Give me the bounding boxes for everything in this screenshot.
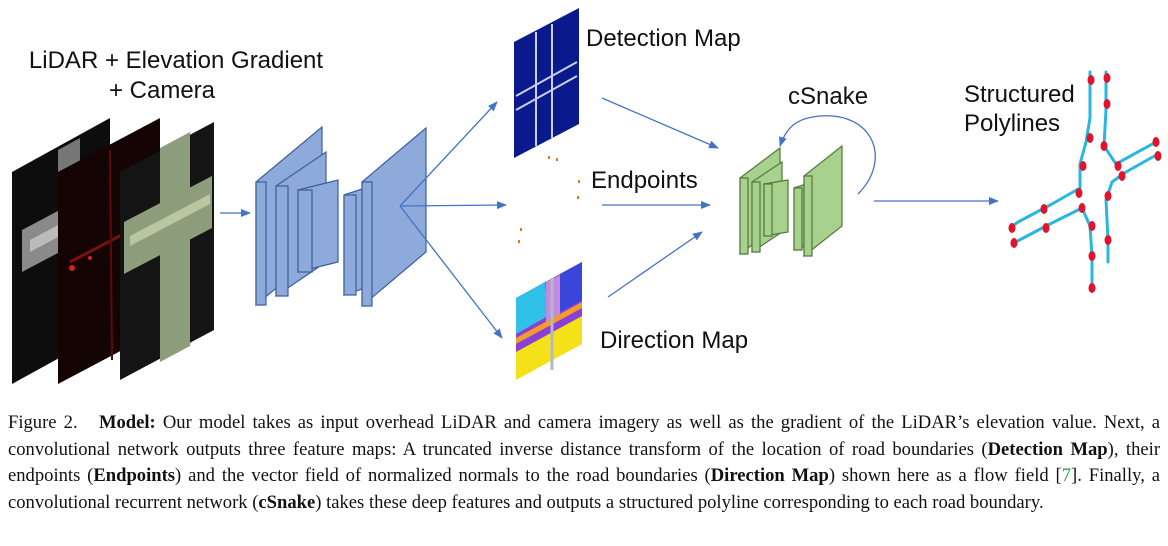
caption-detection-map-term: Detection Map [987,438,1108,460]
caption-text-1: Our model takes as input overhead LiDAR … [8,412,1161,460]
detection-map-label: Detection Map [586,25,741,52]
caption-text-5: ]. Finally, a convolutional recurrent ne… [8,465,1160,513]
citation-link[interactable]: 7 [1061,465,1072,486]
endpoints-label: Endpoints [591,167,698,194]
arrow-cnn-to-direction [399,205,503,339]
input-label-line2: + Camera [109,77,216,104]
direction-map [516,262,582,380]
arrow-detection-to-csnake [601,97,719,149]
caption-csnake-term: cSnake [258,491,316,513]
cnn-encoder-decoder [255,125,427,308]
arrow-direction-to-csnake [607,231,703,298]
caption-text-4: ) shown here as a flow field [ [828,465,1062,486]
caption-direction-map-term: Direction Map [710,465,829,486]
endpoints-map [518,156,580,243]
csnake-recurrent-loop [779,115,876,195]
caption-text-6: ) takes these deep features and outputs … [315,491,1044,513]
caption-endpoints-term: Endpoints [93,465,176,486]
csnake-network [739,144,843,258]
figure-caption: Figure 2. Model: Our model takes as inpu… [8,410,1160,516]
input-label-line1: LiDAR + Elevation Gradient [29,47,323,74]
direction-map-label: Direction Map [600,327,748,354]
structured-polylines [1008,70,1162,293]
caption-text-3: ) and the vector field of normalized nor… [175,465,711,486]
caption-figure-number: Figure 2. [8,412,78,433]
detection-map [514,8,579,158]
csnake-label: cSnake [788,83,868,110]
output-label-line1: Structured [964,81,1075,108]
arrow-cnn-to-endpoints [399,201,507,210]
model-figure: LiDAR + Elevation Gradient + Camera [12,8,1162,384]
arrow-cnn-to-detection [399,101,498,207]
output-label-line2: Polylines [964,110,1060,137]
camera-image [120,122,214,380]
caption-text-2: ), their endpoints ( [8,438,1161,487]
caption-model-heading: Model: [98,412,156,433]
input-image-stack [12,118,214,384]
